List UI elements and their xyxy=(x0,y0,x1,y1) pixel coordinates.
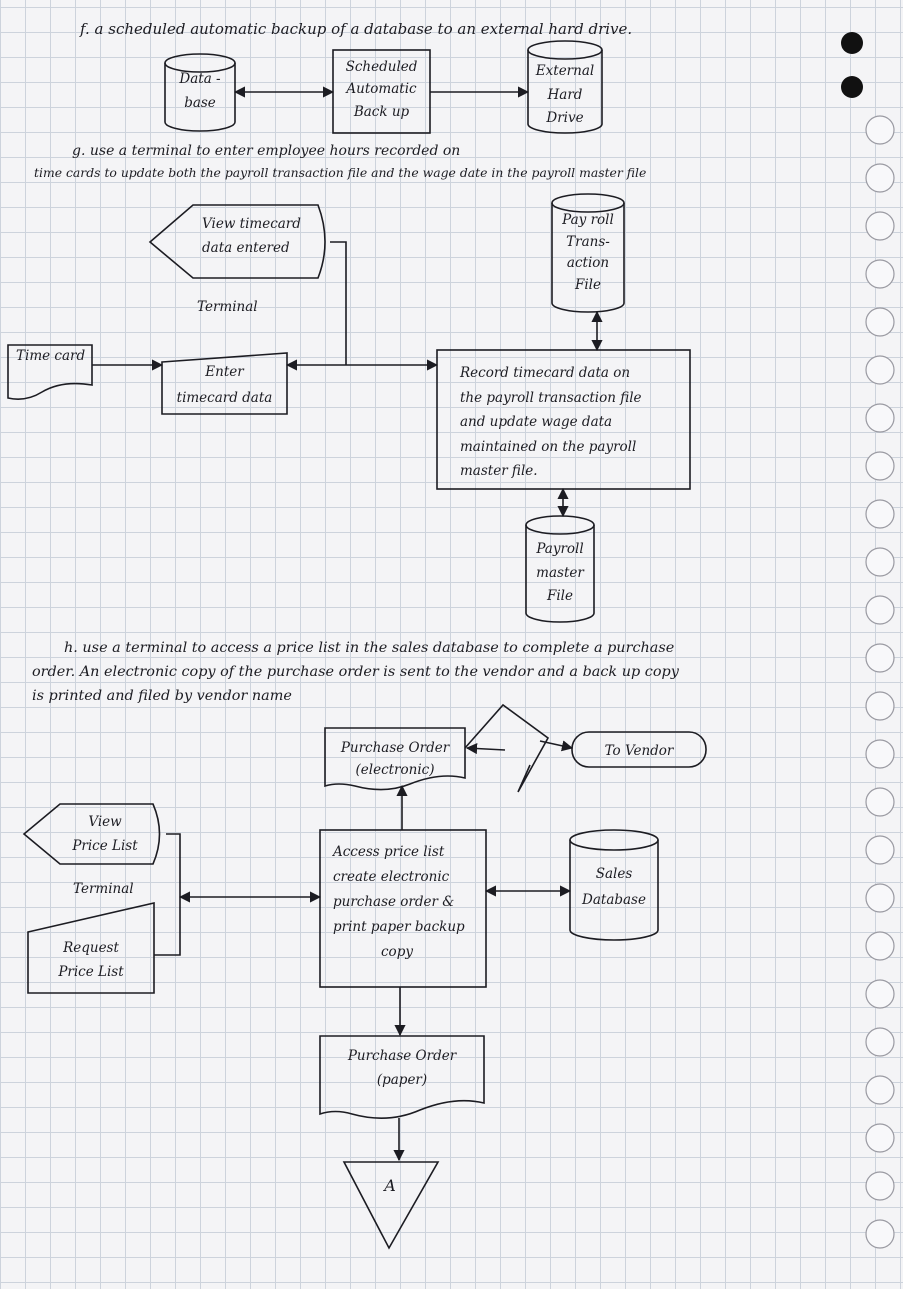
h-to-vendor-terminator xyxy=(571,731,707,768)
h-display-label: View Price List xyxy=(72,814,138,854)
h-communication-link xyxy=(464,703,550,793)
g-terminal-label: Terminal xyxy=(197,299,258,315)
h-arrow-to-po-electronic xyxy=(465,742,506,755)
h-connector-label: A xyxy=(384,1176,396,1195)
g-display-label: View timecard data entered xyxy=(202,216,301,257)
heading-h-line2: order. An electronic copy of the purchas… xyxy=(32,664,679,680)
h-sales-db-label: Sales Database xyxy=(582,866,646,908)
h-to-vendor-label: To Vendor xyxy=(604,743,674,759)
h-off-page-connector-triangle xyxy=(342,1161,440,1250)
heading-h-line1: h. use a terminal to access a price list… xyxy=(64,640,675,656)
f-database-cylinder-top xyxy=(164,53,236,73)
h-arrow-to-vendor xyxy=(539,740,574,752)
h-sales-db-cylinder-top xyxy=(569,829,659,851)
h-manual-input-shape xyxy=(27,901,155,994)
g-transaction-file-label: Pay roll Trans- action File xyxy=(562,212,614,293)
f-external-drive-cylinder xyxy=(527,50,603,134)
h-process-box xyxy=(319,829,487,988)
heading-h-line3: is printed and filed by vendor name xyxy=(32,688,292,704)
f-backup-process-label: Scheduled Automatic Back up xyxy=(345,59,418,120)
g-display-shape xyxy=(148,204,326,279)
g-time-card-label: Time card xyxy=(16,348,86,364)
f-database-label: Data - base xyxy=(179,71,221,111)
h-po-electronic-label: Purchase Order (electronic) xyxy=(340,740,450,779)
h-po-paper-document xyxy=(319,1035,485,1119)
binder-hole-dark-1 xyxy=(841,32,863,54)
g-manual-input-shape xyxy=(161,352,288,415)
g-time-card-document xyxy=(7,344,93,400)
heading-f: f. a scheduled automatic backup of a dat… xyxy=(80,20,633,38)
f-external-drive-label: External Hard Drive xyxy=(535,63,595,127)
g-master-file-cylinder-top xyxy=(525,515,595,535)
heading-g-line1: g. use a terminal to enter employee hour… xyxy=(72,143,461,159)
h-po-paper-label: Purchase Order (paper) xyxy=(347,1048,457,1088)
heading-g-line2: time cards to update both the payroll tr… xyxy=(34,165,647,180)
binder-hole-dark-2 xyxy=(841,76,863,98)
h-manual-input-label: Request Price List xyxy=(58,940,124,981)
g-transaction-file-cylinder-top xyxy=(551,193,625,213)
g-transaction-file-cylinder xyxy=(551,203,625,313)
f-database-cylinder xyxy=(164,63,236,132)
binder-holes xyxy=(865,115,895,1249)
h-process-label: Access price list create electronic purc… xyxy=(333,844,465,960)
g-process-label: Record timecard data on the payroll tran… xyxy=(460,365,642,480)
g-line-display-terminal xyxy=(330,241,347,365)
h-sales-db-cylinder xyxy=(569,840,659,941)
h-po-electronic-document xyxy=(324,727,466,791)
f-external-drive-cylinder-top xyxy=(527,40,603,60)
h-terminal-label: Terminal xyxy=(73,881,134,897)
g-master-file-cylinder xyxy=(525,525,595,623)
g-master-file-label: Payroll master File xyxy=(536,541,584,605)
g-manual-input-label: Enter timecard data xyxy=(176,364,273,406)
h-display-shape xyxy=(22,803,161,865)
